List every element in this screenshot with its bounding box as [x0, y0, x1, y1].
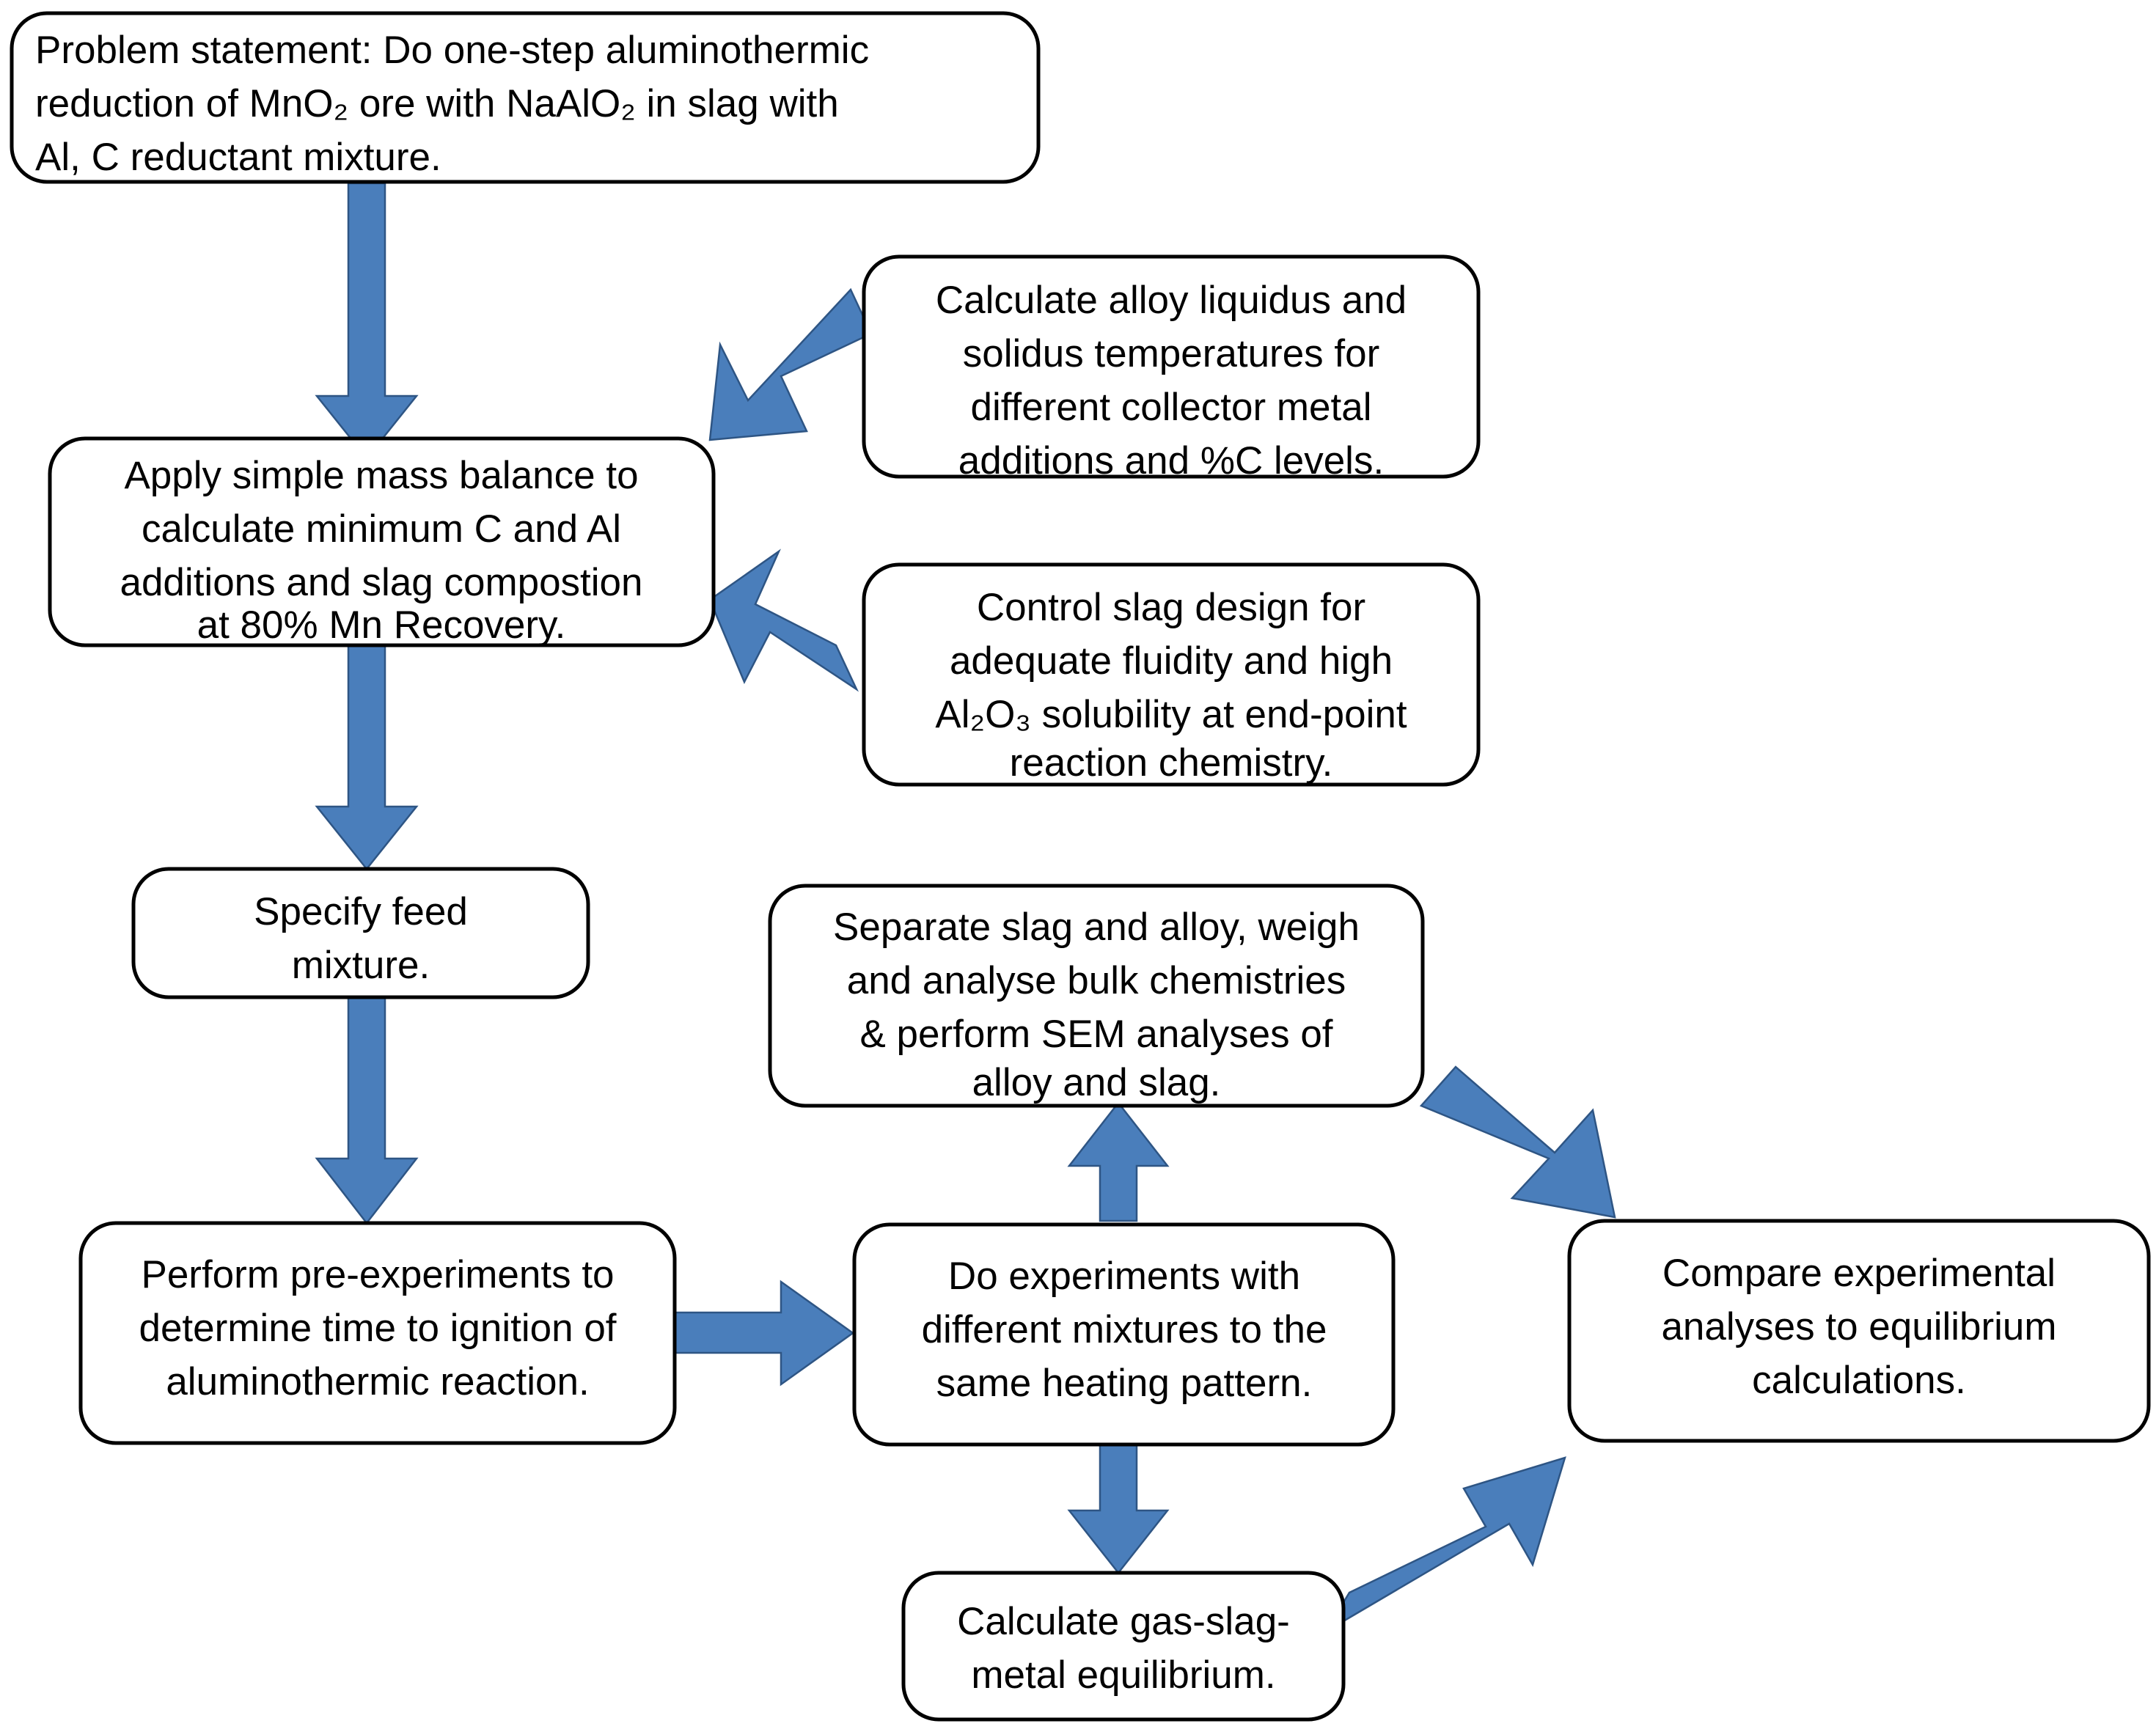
specify-feed-line-1: Specify feed [254, 890, 468, 933]
slag-design-line-4: reaction chemistry. [1010, 741, 1333, 785]
node-mass-balance[interactable]: Apply simple mass balance to calculate m… [48, 436, 716, 647]
edge-liquidus-to-massbalance [708, 287, 873, 441]
do-experiments-line-1: Do experiments with [948, 1255, 1300, 1298]
liquidus-solidus-line-1: Calculate alloy liquidus and [936, 279, 1407, 322]
node-slag-design[interactable]: Control slag design for adequate fluidit… [862, 562, 1481, 787]
separate-slag-line-1: Separate slag and alloy, weigh [833, 906, 1360, 949]
slag-design-line-3: Al₂O₃ solubility at end-point [935, 693, 1407, 736]
problem-statement-line-2: reduction of MnO₂ ore with NaAlO₂ in sla… [35, 82, 839, 125]
compare-line-2: analyses to equilibrium [1661, 1305, 2056, 1348]
compare-line-3: calculations. [1752, 1359, 1966, 1402]
separate-slag-box[interactable] [768, 884, 1425, 1108]
pre-experiments-line-3: aluminothermic reaction. [166, 1360, 589, 1403]
mass-balance-line-3: additions and slag compostion [120, 561, 642, 604]
problem-statement-box[interactable] [10, 11, 1041, 184]
edge-separateslag-to-compare [1419, 1065, 1616, 1219]
node-problem-statement[interactable]: Problem statement: Do one-step aluminoth… [10, 11, 1041, 184]
node-specify-feed[interactable]: Specify feed mixture. [131, 867, 590, 999]
liquidus-solidus-box[interactable] [862, 254, 1481, 479]
edge-massbalance-to-specifyfeed [315, 642, 419, 871]
mass-balance-line-1: Apply simple mass balance to [124, 454, 638, 497]
mass-balance-line-2: calculate minimum C and Al [142, 507, 621, 551]
problem-statement-line-3: Al, C reductant mixture. [35, 136, 441, 179]
node-liquidus-solidus[interactable]: Calculate alloy liquidus and solidus tem… [862, 254, 1481, 482]
liquidus-solidus-line-4: additions and %C levels. [958, 439, 1384, 482]
compare-box[interactable] [1567, 1219, 2151, 1443]
edge-preexperiments-to-doexperiments [672, 1280, 855, 1387]
node-do-experiments[interactable]: Do experiments with different mixtures t… [852, 1222, 1396, 1447]
equilibrium-line-1: Calculate gas-slag- [957, 1600, 1290, 1643]
slag-design-line-2: adequate fluidity and high [950, 639, 1393, 683]
separate-slag-line-4: alloy and slag. [972, 1061, 1221, 1104]
do-experiments-line-2: different mixtures to the [922, 1308, 1327, 1351]
do-experiments-line-3: same heating pattern. [936, 1362, 1313, 1405]
pre-experiments-line-1: Perform pre-experiments to [141, 1253, 614, 1296]
edge-equilibrium-to-compare [1324, 1456, 1566, 1633]
problem-statement-line-1: Problem statement: Do one-step aluminoth… [35, 29, 869, 72]
compare-line-1: Compare experimental [1662, 1252, 2056, 1295]
liquidus-solidus-line-3: different collector metal [971, 386, 1372, 429]
mass-balance-line-4: at 80% Mn Recovery. [197, 603, 566, 647]
equilibrium-line-2: metal equilibrium. [971, 1653, 1275, 1697]
do-experiments-box[interactable] [852, 1222, 1396, 1447]
node-separate-slag[interactable]: Separate slag and alloy, weigh and analy… [768, 884, 1425, 1108]
edge-doexperiments-to-equilibrium [1067, 1443, 1170, 1575]
separate-slag-line-2: and analyse bulk chemistries [847, 959, 1346, 1002]
equilibrium-box[interactable] [901, 1571, 1346, 1722]
slag-design-line-1: Control slag design for [977, 586, 1365, 629]
mass-balance-box[interactable] [48, 436, 716, 647]
edge-doexperiments-to-separateslag [1067, 1101, 1170, 1222]
node-compare[interactable]: Compare experimental analyses to equilib… [1567, 1219, 2151, 1443]
node-pre-experiments[interactable]: Perform pre-experiments to determine tim… [78, 1221, 677, 1445]
edge-problem-to-massbalance [315, 182, 419, 460]
edge-specifyfeed-to-preexperiments [315, 987, 419, 1225]
edge-slagdesign-to-massbalance [708, 548, 859, 692]
slag-design-box[interactable] [862, 562, 1481, 787]
separate-slag-line-3: & perform SEM analyses of [859, 1013, 1332, 1056]
pre-experiments-box[interactable] [78, 1221, 677, 1445]
specify-feed-line-2: mixture. [292, 944, 430, 987]
node-equilibrium[interactable]: Calculate gas-slag- metal equilibrium. [901, 1571, 1346, 1722]
liquidus-solidus-line-2: solidus temperatures for [963, 332, 1380, 375]
pre-experiments-line-2: determine time to ignition of [139, 1307, 616, 1350]
specify-feed-box[interactable] [131, 867, 590, 999]
